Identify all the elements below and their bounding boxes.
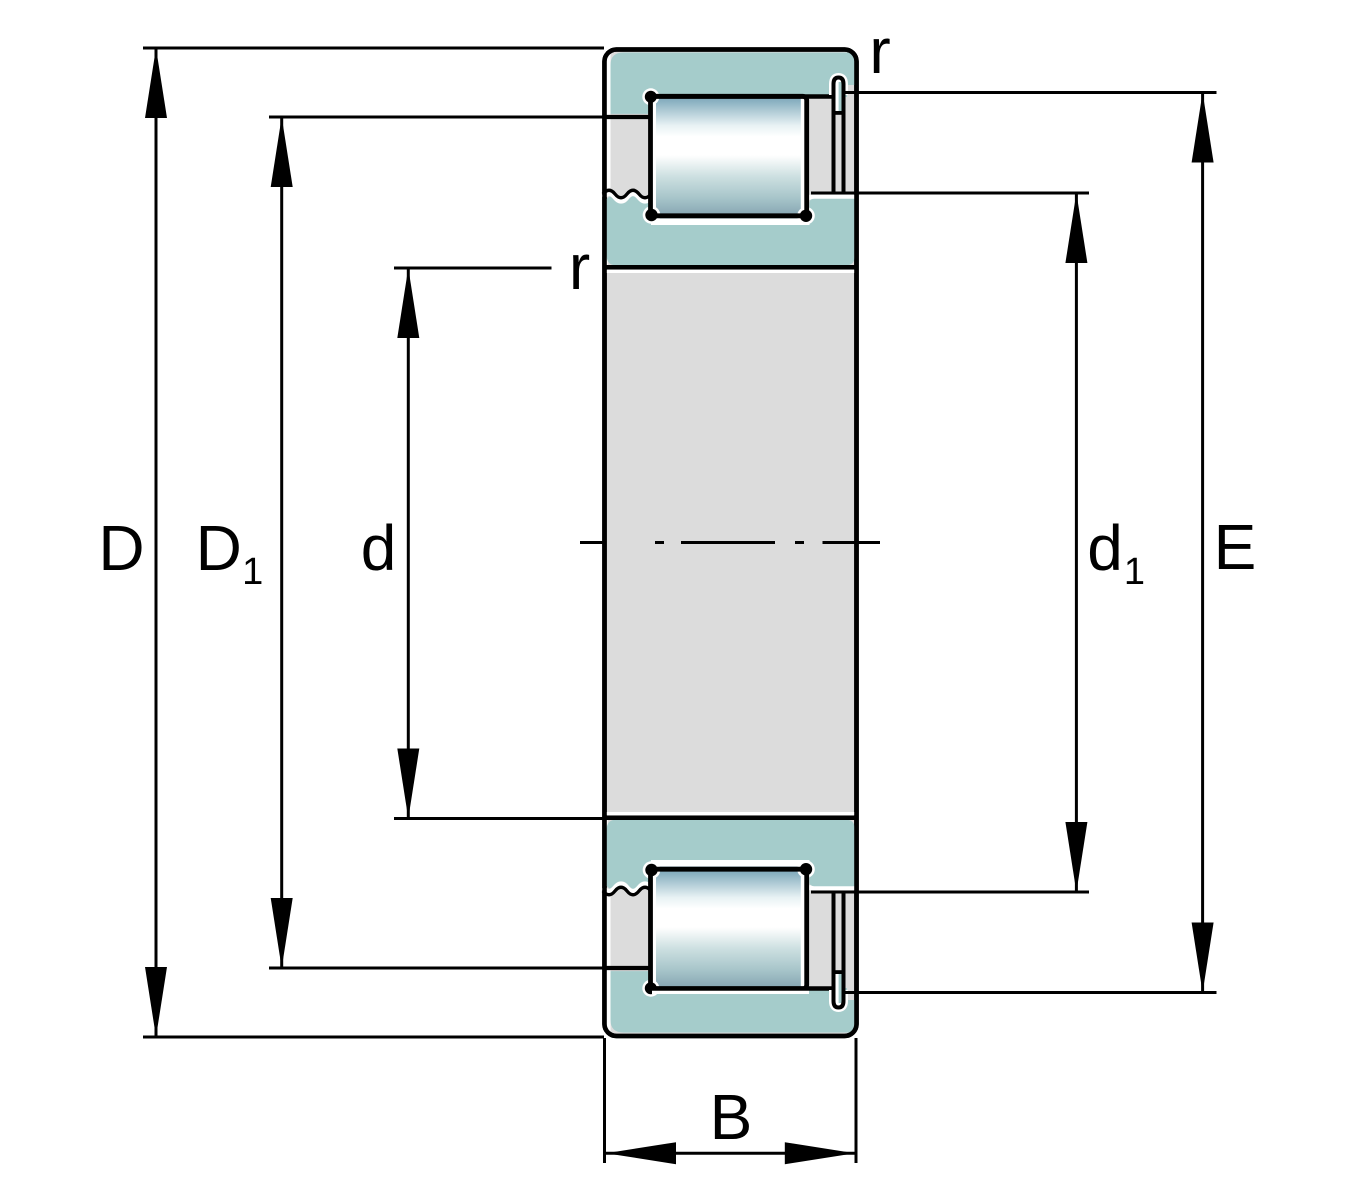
svg-text:r: r [569, 231, 590, 303]
svg-text:d: d [361, 512, 397, 584]
svg-text:r: r [869, 15, 890, 87]
svg-text:d: d [1087, 512, 1123, 584]
svg-text:E: E [1214, 511, 1257, 583]
svg-text:D: D [98, 512, 144, 584]
svg-text:1: 1 [242, 551, 263, 593]
svg-text:B: B [710, 1081, 753, 1153]
svg-text:D: D [196, 512, 242, 584]
svg-text:1: 1 [1124, 551, 1145, 593]
